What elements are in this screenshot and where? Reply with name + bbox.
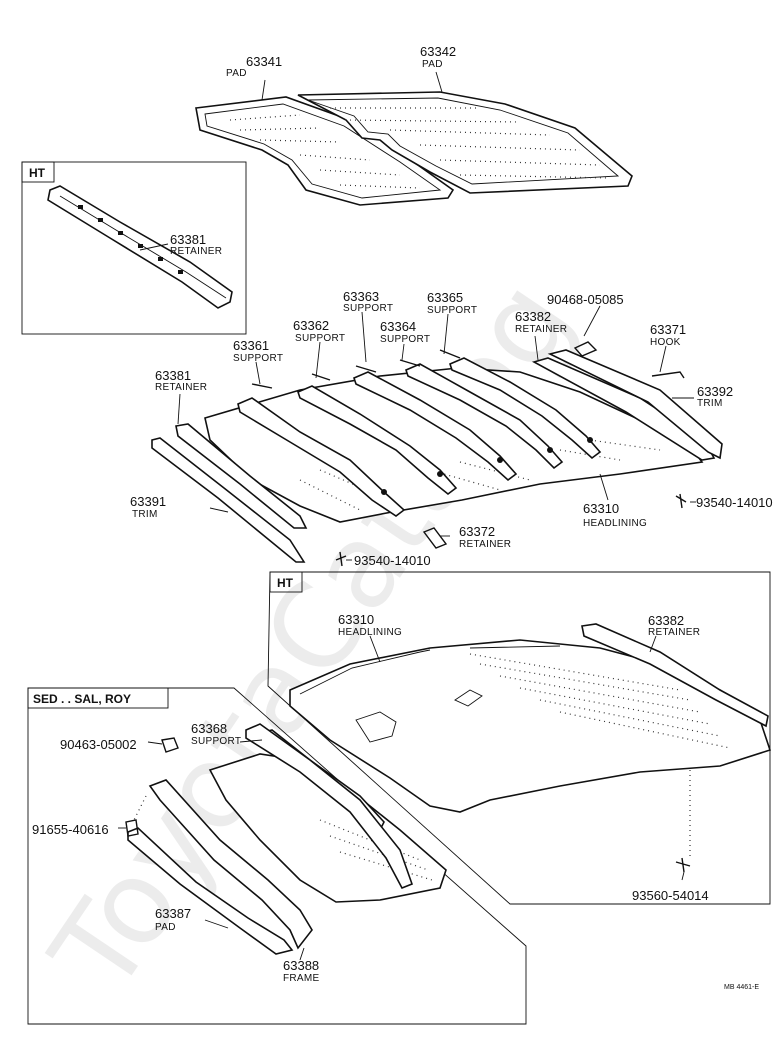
part-63310-ht-name: HEADLINING [338,627,402,638]
part-63361-name: SUPPORT [233,353,283,364]
part-63368-number: 63368 [191,721,227,736]
part-63363-number: 63363 [343,289,379,304]
part-63342-name: PAD [422,59,443,70]
part-63368-name: SUPPORT [191,736,241,747]
part-63364-name: SUPPORT [380,334,430,345]
part-63388-name: FRAME [283,973,320,984]
part-63365-name: SUPPORT [427,305,477,316]
pad-63342 [297,91,633,194]
part-63371-number: 63371 [650,322,686,337]
part-63372-name: RETAINER [459,539,511,550]
part-90468-number: 90468-05085 [547,292,624,307]
part-63392-name: TRIM [697,398,723,409]
labels: HT HT SED . . SAL, ROY 63341 PAD 63342 P… [29,44,773,991]
part-63387-number: 63387 [155,906,191,921]
part-63382-number: 63382 [515,309,551,324]
part-63310-name: HEADLINING [583,518,647,529]
part-63391-name: TRIM [132,509,158,520]
part-63382-name: RETAINER [515,324,567,335]
part-63342-number: 63342 [420,44,456,59]
ht-box-top [21,161,247,335]
part-63371-name: HOOK [650,337,681,348]
part-63381-ht-name: RETAINER [170,246,222,257]
part-91655-number: 91655-40616 [32,822,109,837]
part-63382-ht-name: RETAINER [648,627,700,638]
part-63310-number: 63310 [583,501,619,516]
part-63364-number: 63364 [380,319,416,334]
part-63382-ht-number: 63382 [648,613,684,628]
part-63361-number: 63361 [233,338,269,353]
part-63381-ht-number: 63381 [170,232,206,247]
part-63310-ht-number: 63310 [338,612,374,627]
sed-box [27,687,527,1025]
ht-box-mid [267,571,772,905]
part-63392-number: 63392 [697,384,733,399]
part-63362-number: 63362 [293,318,329,333]
ht-box-top-label: HT [29,166,46,180]
part-63381-name: RETAINER [155,382,207,393]
ht-box-mid-label: HT [277,576,294,590]
headlining-assembly [151,341,723,567]
part-63341-number: 63341 [246,54,282,69]
part-93540-right-number: 93540-14010 [696,495,773,510]
part-63391-number: 63391 [130,494,166,509]
part-93560-number: 93560-54014 [632,888,709,903]
footer-code: MB 4461-E [724,984,759,991]
part-63362-name: SUPPORT [295,333,345,344]
part-63363-name: SUPPORT [343,303,393,314]
part-63388-number: 63388 [283,958,319,973]
part-63341-name: PAD [226,68,247,79]
part-63381-number: 63381 [155,368,191,383]
sed-box-label: SED . . SAL, ROY [33,692,131,706]
part-93540-bottom-number: 93540-14010 [354,553,431,568]
part-63365-number: 63365 [427,290,463,305]
part-63372-number: 63372 [459,524,495,539]
part-90463-number: 90463-05002 [60,737,137,752]
part-63387-name: PAD [155,922,176,933]
